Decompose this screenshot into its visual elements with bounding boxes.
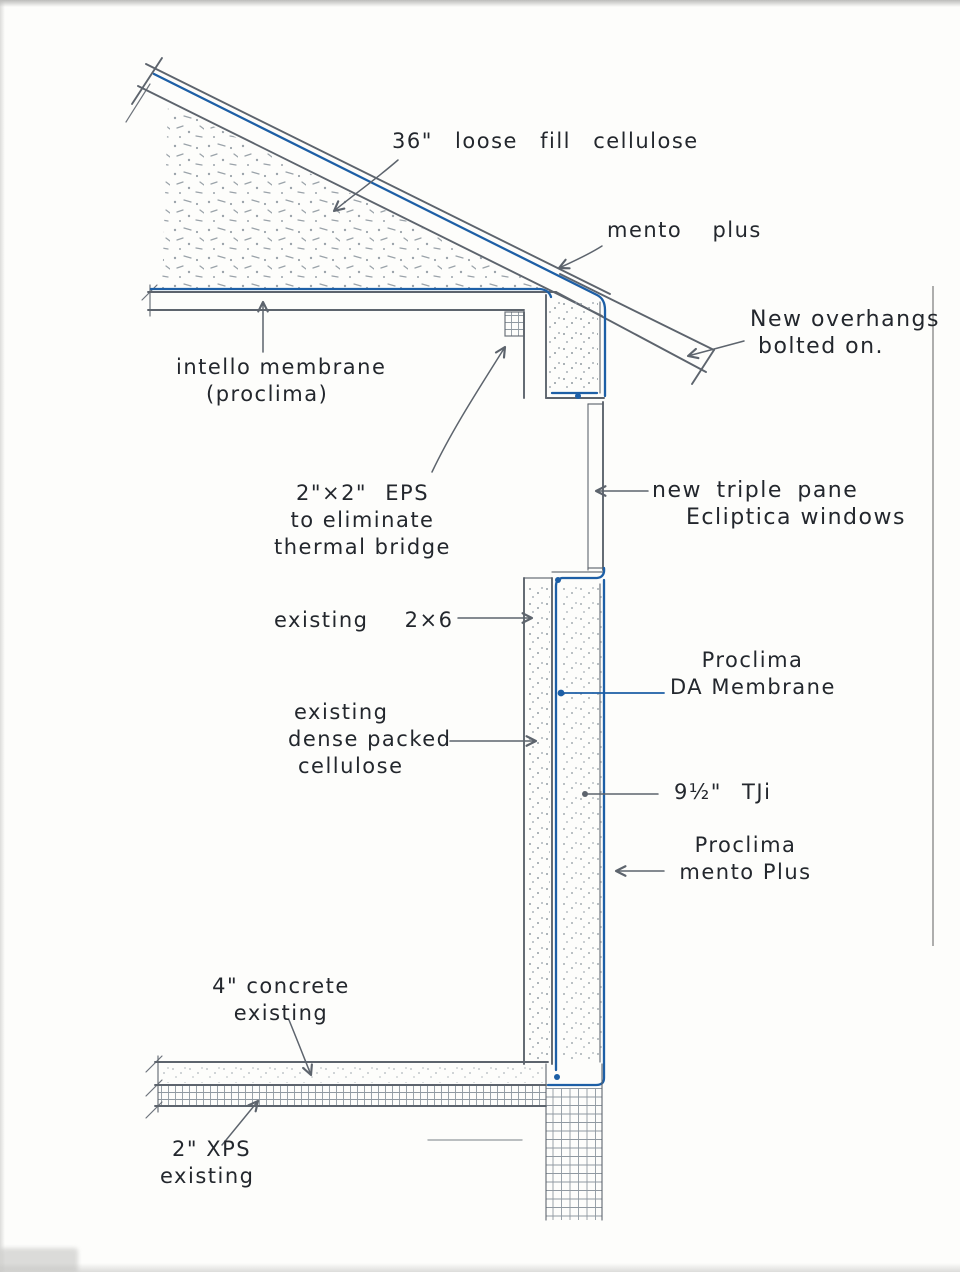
tji-leader-dot [582, 791, 588, 797]
label-existing-2x6: existing 2×6 [274, 608, 454, 632]
label-loose-fill-cellulose: 36" loose fill cellulose [392, 129, 699, 153]
sill-membrane-dot [555, 577, 561, 583]
intello-membrane-line [149, 287, 553, 299]
scan-smudge-bottom-left [0, 1248, 78, 1272]
label-window-line2: Ecliptica windows [686, 505, 906, 530]
label-concrete-line2: existing [233, 1001, 329, 1025]
label-xps-line1: 2" XPS [172, 1137, 252, 1161]
slab-end-ticks [145, 1055, 163, 1119]
xps-insulation [154, 1086, 547, 1107]
label-new-overhangs-line2: bolted on. [758, 334, 885, 359]
label-da-line2: DA Membrane [670, 675, 836, 699]
window-assembly [587, 401, 604, 571]
leader-xps [221, 1099, 260, 1146]
label-triple-pane-window: new triple pane Ecliptica windows [652, 477, 906, 531]
attic-cellulose-fill [162, 104, 548, 290]
wall-bottom-membrane-dot [554, 1074, 560, 1080]
label-intello-membrane: intello membrane (proclima) [176, 354, 386, 408]
da-membrane-leader-dot [557, 689, 565, 697]
label-concrete-line1: 4" concrete [212, 974, 350, 998]
label-mento-wall-line2: mento Plus [679, 860, 812, 884]
label-xps-existing: 2" XPS existing [160, 1136, 254, 1190]
label-dense-line1: existing [294, 700, 389, 724]
label-dense-line3: cellulose [298, 754, 404, 778]
concrete-slab [154, 1061, 549, 1086]
leader-concrete [288, 1019, 313, 1077]
window-head-membrane-dot [575, 393, 581, 399]
label-da-membrane: Proclima DA Membrane [670, 647, 835, 701]
label-window-line1: new triple pane [652, 478, 859, 503]
label-eps-line1: 2"×2" EPS [295, 481, 430, 505]
label-eps-thermal-break: 2"×2" EPS to eliminate thermal bridge [255, 480, 470, 561]
roof-rafter [125, 57, 611, 317]
mento-plus-roof-membrane-line [152, 72, 607, 398]
scan-edge-left [0, 0, 5, 1272]
label-xps-line2: existing [160, 1164, 255, 1188]
label-dense-line2: dense packed [288, 727, 452, 751]
scan-edge-top [0, 0, 960, 7]
leader-eps [431, 345, 507, 473]
foundation-hatch [545, 1063, 603, 1221]
wall-top-section [523, 294, 605, 399]
label-dense-packed-cellulose: existing dense packed cellulose [288, 699, 452, 780]
label-concrete-existing: 4" concrete existing [206, 973, 356, 1027]
tji-bay [560, 583, 602, 1063]
label-tji: 9½" TJi [674, 780, 772, 804]
dense-pack-fill [526, 584, 550, 1060]
leader-overhangs [686, 340, 745, 360]
eps-thermal-break-block [504, 311, 525, 337]
leader-mento-plus [557, 245, 603, 270]
label-eps-line2: to eliminate [290, 508, 435, 532]
existing-2x6-wall [523, 577, 553, 1065]
label-mento-plus-wall: Proclima mento Plus [668, 832, 823, 886]
label-new-overhangs: New overhangs bolted on. [750, 306, 940, 360]
ceiling-assembly [141, 284, 557, 317]
label-mento-plus-roof: mento plus [607, 218, 762, 242]
scan-edge-bottom [0, 1263, 960, 1272]
label-intello-line2: (proclima) [206, 382, 329, 406]
label-da-line1: Proclima [701, 648, 804, 672]
label-mento-wall-line1: Proclima [694, 833, 797, 857]
da-membrane-line [554, 566, 606, 1072]
label-new-overhangs-line1: New overhangs [750, 307, 940, 332]
label-intello-line1: intello membrane [176, 355, 387, 379]
leader-loose-fill [332, 159, 399, 213]
label-eps-line3: thermal bridge [274, 535, 451, 559]
